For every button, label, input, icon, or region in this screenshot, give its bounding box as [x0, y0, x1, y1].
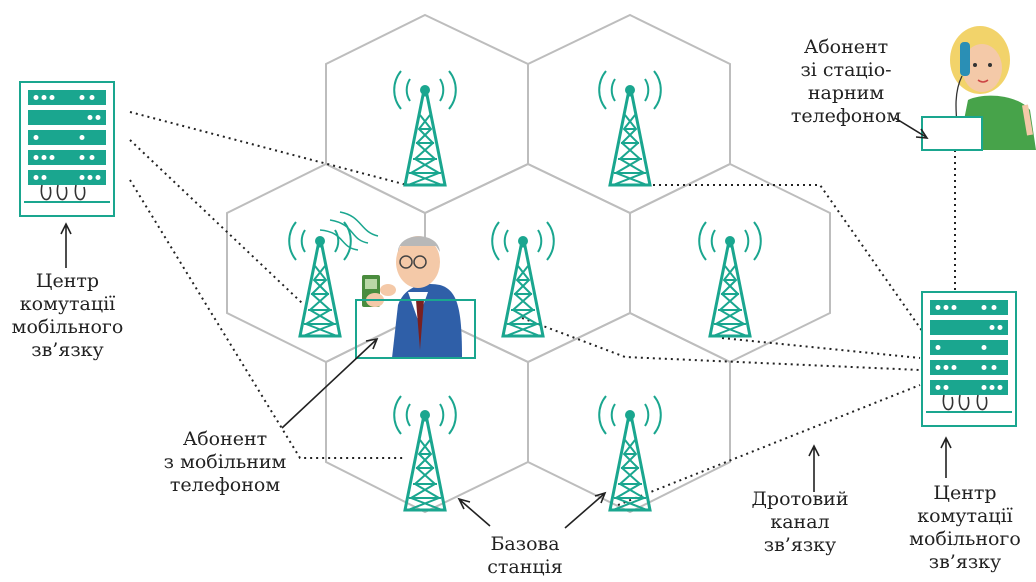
base-station-tower — [597, 69, 663, 187]
label-mobile-subscriber: Абонент з мобільним телефоном — [163, 428, 287, 496]
base-station-tower — [597, 394, 663, 512]
landline-subscriber-woman — [921, 26, 1036, 151]
arrow-center-left — [60, 222, 72, 268]
switching-center-right — [921, 291, 1017, 427]
label-landline-subscriber: Абонент зі стаціо- нарним телефоном — [790, 36, 902, 127]
label-center-left: Центр комутації мобільного зв’язку — [11, 270, 124, 361]
wire-left-top — [129, 111, 408, 186]
wire-left-bottom — [129, 179, 405, 459]
label-center-right: Центр комутації мобільного зв’язку — [909, 482, 1021, 573]
arrow-wired-channel — [808, 444, 820, 492]
hex-cell-mid-right — [629, 162, 831, 364]
hex-cell-bottom-right — [527, 311, 731, 514]
wire-right-bottom — [617, 384, 921, 506]
label-base-station: Базова станція — [487, 533, 563, 578]
arrow-landline-subscriber — [894, 117, 929, 139]
base-station-tower — [697, 220, 763, 338]
wire-right-mid-a — [521, 317, 921, 371]
hex-cell-top-right — [527, 13, 731, 215]
wire-right-top — [617, 184, 926, 336]
base-station-tower — [392, 394, 458, 512]
hex-cell-top-left — [325, 13, 529, 215]
wire-right-mid-b — [721, 337, 921, 359]
arrow-base-station-left — [457, 497, 491, 527]
arrow-base-station-right — [564, 491, 607, 529]
arrow-center-right — [940, 436, 952, 478]
mobile-subscriber-man — [319, 211, 476, 359]
label-wired-channel: Дротовий канал зв’язку — [751, 488, 849, 556]
arrow-mobile-subscriber — [281, 337, 379, 429]
base-station-tower — [392, 69, 458, 187]
switching-center-left — [19, 81, 115, 217]
